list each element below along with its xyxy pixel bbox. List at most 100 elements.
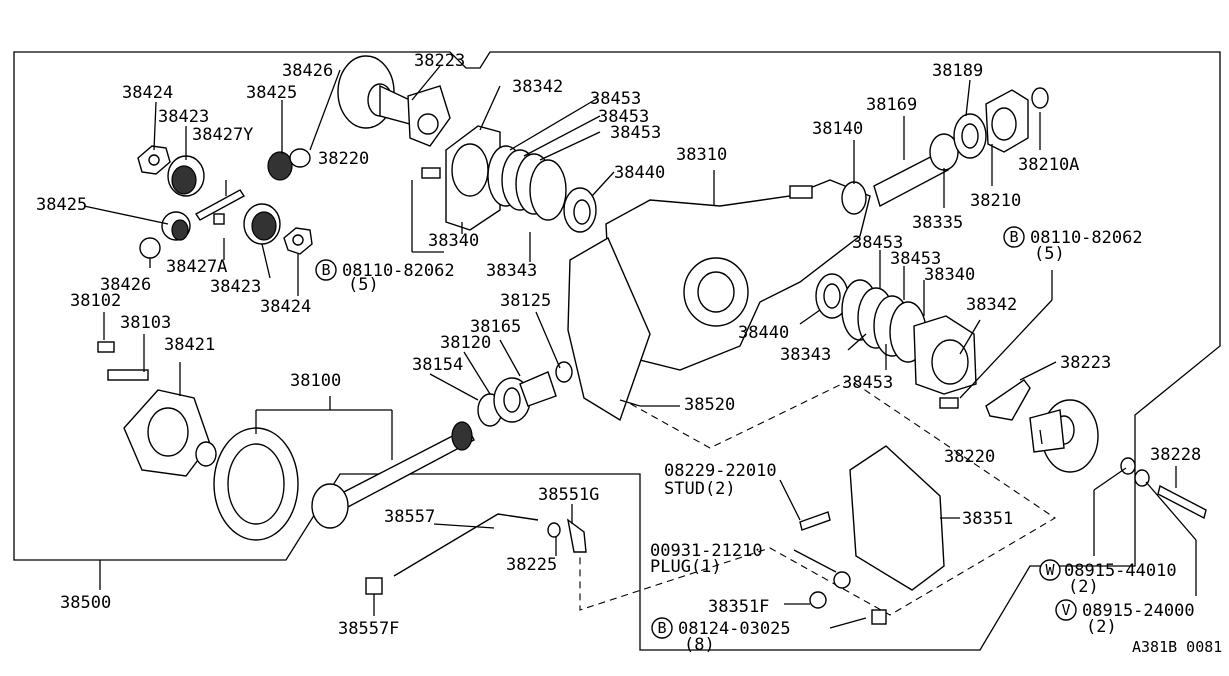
ring-gear-icon (213, 427, 299, 541)
w-marker-icon (1039, 559, 1061, 581)
stud-icon (799, 511, 831, 531)
label-38423-bot: 38423 (210, 277, 261, 297)
label-38125: 38125 (500, 291, 551, 311)
side-gear-left-icon (167, 155, 205, 197)
label-washer-08915-24000: 08915-24000 (1082, 601, 1195, 621)
label-plug: PLUG(1) (650, 557, 722, 577)
bearing-retainer-right-icon (913, 315, 977, 395)
breather-pipe-icon (393, 513, 539, 577)
lock-bolt-icon (97, 341, 115, 353)
bearing-right-icon (953, 113, 987, 159)
label-washer-08915-44010-qty: (2) (1068, 577, 1099, 597)
label-38453-a: 38453 (590, 89, 641, 109)
pinion-mate-gear-left-icon (161, 211, 191, 241)
label-38165: 38165 (470, 317, 521, 337)
label-38453-b: 38453 (598, 107, 649, 127)
label-38426-bot: 38426 (100, 275, 151, 295)
label-38342-top: 38342 (512, 77, 563, 97)
label-38210a: 38210A (1018, 155, 1079, 175)
assembly-boundary-line (13, 51, 1221, 651)
thrust-washer-left-icon (139, 237, 161, 259)
label-38103: 38103 (120, 313, 171, 333)
companion-flange-right-icon (1029, 399, 1099, 473)
b-marker-right: B (1009, 228, 1018, 246)
side-bearing-left-icon (563, 187, 597, 233)
label-38351: 38351 (962, 509, 1013, 529)
b-marker-bottom-icon (651, 617, 673, 639)
companion-flange-top-icon (337, 55, 415, 129)
label-38102: 38102 (70, 291, 121, 311)
label-bolt-08124: 08124-03025 (678, 619, 791, 639)
breather-clip-icon (547, 522, 561, 538)
rear-cover-icon (849, 445, 945, 591)
front-bearing-icon (477, 377, 531, 427)
label-38140: 38140 (812, 119, 863, 139)
gear-carrier-housing-icon (605, 179, 871, 371)
label-38100: 38100 (290, 371, 341, 391)
flange-right-top-icon (985, 89, 1029, 153)
shim-set-left-icon (487, 145, 567, 221)
bolt-left-icon (421, 167, 441, 179)
bolt-right-icon (939, 397, 959, 409)
label-38223-top: 38223 (414, 51, 465, 71)
label-38453-e: 38453 (890, 249, 941, 269)
label-bolt-08124-qty: (8) (684, 635, 715, 655)
label-plug-part: 00931-21210 (650, 541, 763, 561)
leader-lines (83, 65, 1197, 629)
label-38340-right: 38340 (924, 265, 975, 285)
housing-gasket-icon (567, 237, 651, 422)
label-38425-top: 38425 (246, 83, 297, 103)
label-38225: 38225 (506, 555, 557, 575)
v-marker-icon (1055, 599, 1077, 621)
pinion-mate-gear-top-icon (267, 151, 293, 181)
label-38351f: 38351F (708, 597, 769, 617)
label-38440-top: 38440 (614, 163, 665, 183)
oil-seal-gasket-top-icon (407, 85, 451, 147)
gasket-right-icon (985, 379, 1031, 421)
label-38453-f: 38453 (842, 373, 893, 393)
label-38342-right: 38342 (966, 295, 1017, 315)
label-38228: 38228 (1150, 445, 1201, 465)
label-38421: 38421 (164, 335, 215, 355)
lock-strap-icon (107, 369, 149, 381)
gasket-dashed-outline (579, 379, 1057, 616)
differential-case-icon (123, 389, 217, 477)
plug-gasket-icon (809, 591, 827, 609)
label-38440-right: 38440 (738, 323, 789, 343)
label-38424-bot: 38424 (260, 297, 311, 317)
label-38453-d: 38453 (852, 233, 903, 253)
label-38343-top: 38343 (486, 261, 537, 281)
b-marker-right-icon (1003, 226, 1025, 248)
label-38189: 38189 (932, 61, 983, 81)
label-38335: 38335 (912, 213, 963, 233)
label-38427a: 38427A (166, 257, 227, 277)
label-38520: 38520 (684, 395, 735, 415)
label-bolt-08110-left: 08110-82062 (342, 261, 455, 281)
pinion-mate-shaft-icon (194, 180, 246, 221)
drive-pinion-icon (311, 421, 475, 529)
label-stud: STUD(2) (664, 479, 736, 499)
cover-bolt-icon (871, 609, 887, 625)
w-marker: W (1045, 561, 1055, 579)
oil-seal-right-icon (841, 181, 867, 215)
nut-right-top-icon (1031, 87, 1049, 109)
breather-connector-icon (566, 518, 587, 553)
side-gear-washer-right-icon (283, 227, 313, 255)
label-38425-left: 38425 (36, 195, 87, 215)
label-38426-top: 38426 (282, 61, 333, 81)
label-washer-08915-44010: 08915-44010 (1064, 561, 1177, 581)
label-38423-top: 38423 (158, 107, 209, 127)
label-bolt-08110-right-qty: (5) (1034, 244, 1065, 264)
label-38551g: 38551G (538, 485, 599, 505)
side-gear-washer-left-icon (137, 145, 171, 175)
label-bolt-08110-right: 08110-82062 (1030, 228, 1143, 248)
pinion-spacer-icon (519, 371, 557, 407)
v-marker: V (1061, 601, 1070, 619)
side-bearing-right-icon (815, 273, 849, 319)
label-38220-top: 38220 (318, 149, 369, 169)
b-marker-bottom: B (657, 619, 666, 637)
label-38427y: 38427Y (192, 125, 253, 145)
label-38500: 38500 (60, 593, 111, 613)
